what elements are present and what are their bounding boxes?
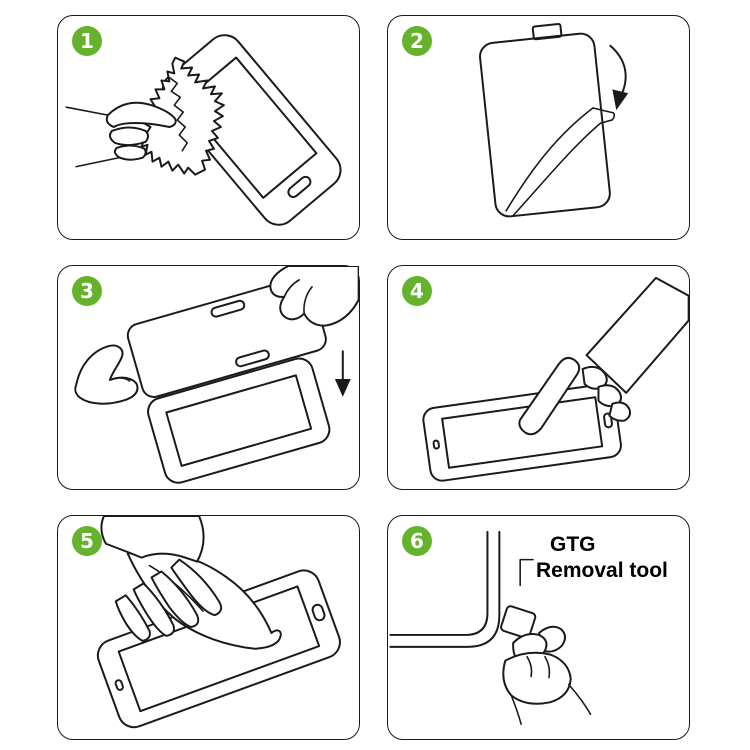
step-2-panel: 2 xyxy=(387,15,690,240)
step-2-number: 2 xyxy=(410,29,424,53)
peel-direction-arrow xyxy=(609,44,629,111)
press-center-illustration xyxy=(422,276,689,482)
step-1-panel: 1 xyxy=(57,15,360,240)
step-1-number: 1 xyxy=(80,29,94,53)
left-hand-holding xyxy=(74,344,139,405)
gtg-text: GTG xyxy=(550,533,596,556)
step-6-badge: 6 xyxy=(402,526,432,556)
step-5-panel: 5 xyxy=(57,515,360,740)
removal-tool-illustration xyxy=(389,530,592,725)
step-5-badge: 5 xyxy=(72,526,102,556)
step-4-number: 4 xyxy=(410,279,424,303)
removal-tool-label: GTG Removal tool xyxy=(536,532,668,584)
removal-tool xyxy=(500,605,537,639)
step-6-number: 6 xyxy=(410,529,424,553)
step-5-number: 5 xyxy=(80,529,94,553)
phone-outline xyxy=(147,357,331,484)
cleaning-cloth xyxy=(140,56,225,176)
step-3-badge: 3 xyxy=(72,276,102,306)
hand-wiping xyxy=(65,101,177,168)
screen-corner-edge xyxy=(389,530,501,648)
pressing-hand xyxy=(518,276,689,436)
align-glass-illustration xyxy=(74,266,359,484)
screen-protector xyxy=(479,22,616,218)
step-1-badge: 1 xyxy=(72,26,102,56)
step-3-panel: 3 xyxy=(57,265,360,490)
step-3-number: 3 xyxy=(80,279,94,303)
label-pointer-line xyxy=(519,558,534,587)
index-finger xyxy=(518,356,581,436)
phone-outline xyxy=(422,383,622,482)
place-down-arrow xyxy=(334,350,351,397)
step-6-panel: GTG Removal tool 6 xyxy=(387,515,690,740)
step-2-badge: 2 xyxy=(402,26,432,56)
smooth-surface-illustration xyxy=(96,516,341,729)
removal-tool-text: Removal tool xyxy=(536,559,668,582)
right-hand-holding xyxy=(269,266,359,327)
step-4-badge: 4 xyxy=(402,276,432,306)
hand-holding-tool xyxy=(502,625,592,725)
phone-outline xyxy=(161,34,342,226)
step-4-panel: 4 xyxy=(387,265,690,490)
peel-film-illustration xyxy=(479,22,629,218)
wiping-hand xyxy=(100,516,223,642)
clean-screen-illustration xyxy=(65,34,342,226)
